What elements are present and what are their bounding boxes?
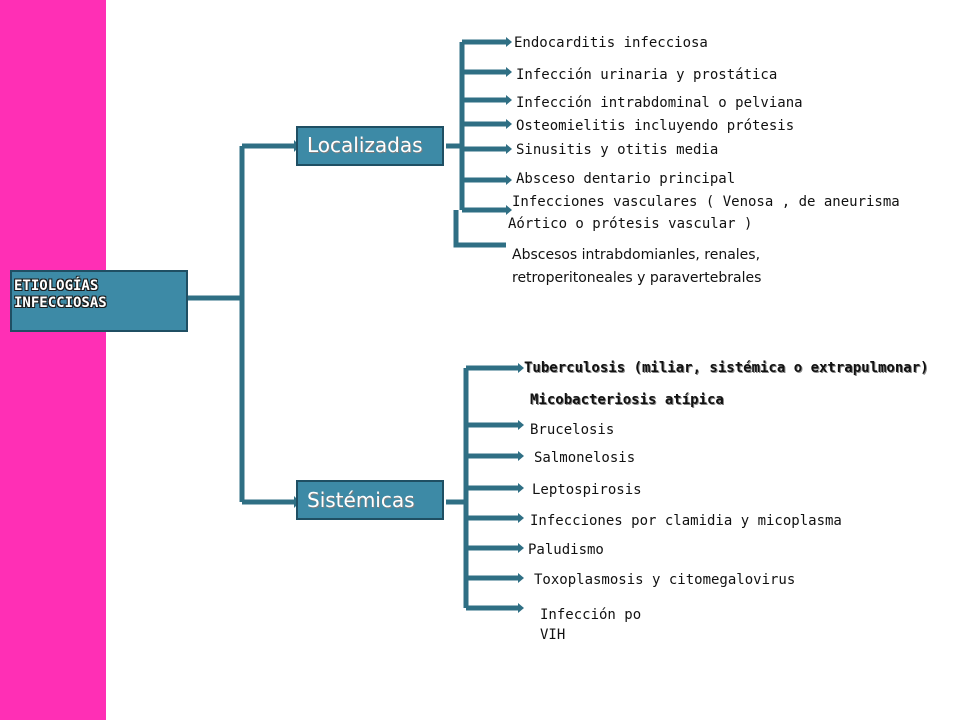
localizada-item: retroperitoneales y paravertebrales xyxy=(512,270,762,286)
abscesos-connector xyxy=(453,210,506,248)
sistemicas-node-label: Sistémicas xyxy=(307,488,415,512)
localizada-item: Infecciones vasculares ( Venosa , de ane… xyxy=(512,194,900,210)
sistemica-item: Paludismo xyxy=(528,542,604,558)
localizada-item: Aórtico o prótesis vascular ) xyxy=(508,216,753,232)
sistemica-item: Tuberculosis (miliar, sistémica o extrap… xyxy=(524,360,929,376)
left-decorative-stripe xyxy=(0,0,106,720)
root-label-line2: INFECCIOSAS xyxy=(14,295,107,311)
localizadas-node-box xyxy=(296,126,444,166)
sistemica-item: Micobacteriosis atípica xyxy=(530,392,724,408)
localizada-item: Abscesos intrabdomianles, renales, xyxy=(512,247,761,263)
localizada-item: Osteomielitis incluyendo prótesis xyxy=(516,118,795,134)
sistemica-item: Infección po xyxy=(540,607,642,623)
sistemica-item: VIH xyxy=(540,627,566,643)
root-node-box xyxy=(10,270,188,332)
localizada-item: Endocarditis infecciosa xyxy=(514,35,708,51)
sistemicas-node-box xyxy=(296,480,444,520)
localizadas-node-label: Localizadas xyxy=(307,133,423,157)
sistemica-item: Brucelosis xyxy=(530,422,615,438)
localizada-item: Infección intrabdominal o pelviana xyxy=(516,95,803,111)
root-label-line1: ETIOLOGÍAS xyxy=(14,278,99,294)
localizada-item: Infección urinaria y prostática xyxy=(516,67,778,83)
sistemica-item: Leptospirosis xyxy=(532,482,642,498)
localizada-item: Sinusitis y otitis media xyxy=(516,142,719,158)
sistemica-item: Infecciones por clamidia y micoplasma xyxy=(530,513,842,529)
localizada-item: Absceso dentario principal xyxy=(516,171,736,187)
sistemica-item: Salmonelosis xyxy=(534,450,636,466)
sistemica-item: Toxoplasmosis y citomegalovirus xyxy=(534,572,796,588)
